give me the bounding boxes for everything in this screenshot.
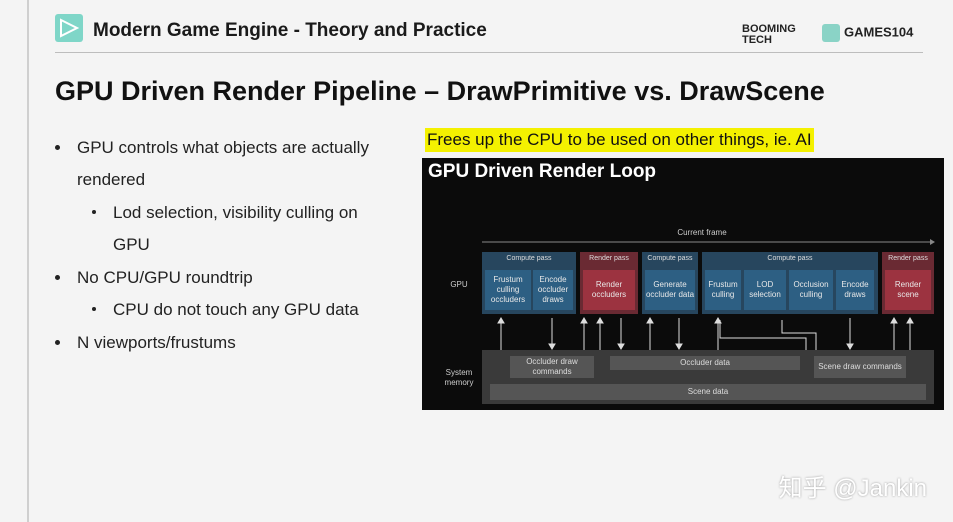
render-occluders-box: Render occluders bbox=[583, 270, 635, 310]
scene-draw-commands-box: Scene draw commands bbox=[814, 356, 906, 378]
occluder-draw-commands-box: Occluder draw commands bbox=[510, 356, 594, 378]
slide-header: Modern Game Engine - Theory and Practice bbox=[55, 12, 925, 52]
encode-draws-box: Encode draws bbox=[836, 270, 874, 310]
bullet-dot bbox=[55, 275, 60, 280]
system-memory-label: System memory bbox=[444, 368, 474, 387]
games104-logo: GAMES104 bbox=[822, 24, 913, 42]
sub-bullet-dot bbox=[92, 210, 96, 214]
course-title: Modern Game Engine - Theory and Practice bbox=[93, 20, 487, 41]
highlight-note: Frees up the CPU to be used on other thi… bbox=[425, 128, 814, 152]
diagram-lines bbox=[482, 239, 935, 386]
header-divider bbox=[55, 52, 923, 53]
booming-tech-logo: BOOMING TECH bbox=[742, 24, 814, 46]
bullet-2a: CPU do not touch any GPU data bbox=[113, 300, 359, 319]
current-frame-label: Current frame bbox=[677, 228, 727, 237]
diagram-title: GPU Driven Render Loop bbox=[428, 161, 657, 182]
bullet-2: No CPU/GPU roundtrip bbox=[77, 268, 253, 287]
render-pass-1-label: Render pass bbox=[589, 255, 629, 262]
sub-bullet-dot bbox=[92, 307, 96, 311]
zhihu-watermark: 知乎 @Jankin bbox=[778, 475, 927, 502]
occlusion-culling-box: Occlusion culling bbox=[789, 270, 833, 310]
scene-data-box: Scene data bbox=[490, 384, 926, 400]
left-rule bbox=[27, 0, 29, 522]
encode-occluder-draws-box: Encode occluder draws bbox=[533, 270, 573, 310]
compute-pass-3-label: Compute pass bbox=[767, 255, 813, 262]
render-pass-2-label: Render pass bbox=[888, 255, 928, 262]
frustum-culling-box: Frustum culling bbox=[705, 270, 741, 310]
render-loop-diagram: GPU Driven Render Loop Current frame GPU… bbox=[422, 158, 944, 410]
gpu-label: GPU bbox=[450, 280, 468, 289]
brand-right-text: GAMES104 bbox=[844, 24, 914, 40]
games104-cube-icon bbox=[822, 24, 840, 42]
occluder-data-box: Occluder data bbox=[610, 356, 800, 370]
compute-pass-1-label: Compute pass bbox=[506, 255, 552, 262]
generate-occluder-data-box: Generate occluder data bbox=[645, 270, 695, 310]
bullet-1: GPU controls what objects are actually bbox=[77, 138, 369, 157]
render-scene-box: Render scene bbox=[885, 270, 931, 310]
bullet-dot bbox=[55, 340, 60, 345]
lod-selection-box: LOD selection bbox=[744, 270, 786, 310]
bullet-1a-cont: GPU bbox=[113, 235, 150, 254]
brand-left-text: BOOMING TECH bbox=[742, 23, 796, 46]
bullet-1a: Lod selection, visibility culling on bbox=[113, 203, 358, 222]
slide-title: GPU Driven Render Pipeline – DrawPrimiti… bbox=[55, 76, 825, 106]
compute-pass-2-label: Compute pass bbox=[647, 255, 693, 262]
frustum-culling-occluders-box: Frustum culling occluders bbox=[485, 270, 531, 310]
bullet-1-cont: rendered bbox=[77, 170, 146, 189]
course-logo-icon bbox=[55, 14, 83, 42]
bullet-dot bbox=[55, 145, 60, 150]
bullet-3: N viewports/frustums bbox=[77, 333, 236, 352]
